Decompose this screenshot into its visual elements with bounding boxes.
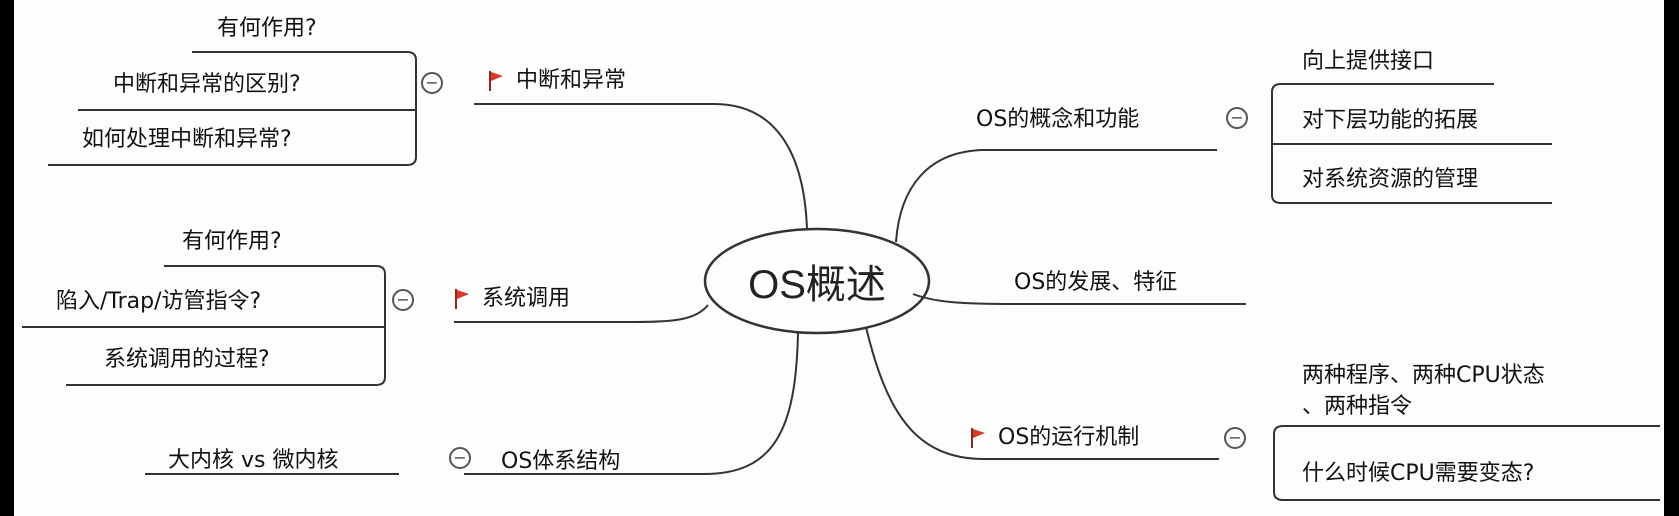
node-concept-management[interactable]: 对系统资源的管理	[1302, 167, 1479, 192]
minus-icon: −	[453, 448, 467, 467]
collapse-toggle-architecture[interactable]: −	[449, 447, 471, 469]
branch-line-concept	[895, 149, 1217, 243]
collapse-toggle-concept[interactable]: −	[1226, 107, 1248, 129]
priority-flag-icon[interactable]	[488, 70, 504, 92]
central-topic-label: OS概述	[748, 263, 886, 307]
branch-line-interrupts	[474, 103, 808, 230]
branch-line-architecture	[464, 332, 799, 475]
node-syscall-trap[interactable]: 陷入/Trap/访管指令?	[56, 289, 262, 314]
child-line-mechanism-1	[1273, 425, 1660, 501]
node-concept-extension[interactable]: 对下层功能的拓展	[1302, 108, 1479, 133]
priority-flag-icon[interactable]	[454, 288, 470, 310]
node-mechanism-states[interactable]: 两种程序、两种CPU状态	[1302, 363, 1545, 388]
collapse-toggle-syscall[interactable]: −	[392, 289, 414, 311]
branch-architecture[interactable]: OS体系结构	[501, 449, 621, 474]
branch-interrupts[interactable]: 中断和异常	[516, 68, 627, 93]
minus-icon: −	[1228, 428, 1242, 447]
branch-line-syscall	[454, 304, 709, 323]
node-mechanism-instructions[interactable]: 、两种指令	[1302, 394, 1413, 419]
child-line-interrupts-1	[48, 51, 417, 166]
priority-flag-icon[interactable]	[970, 427, 986, 449]
child-line-syscall-1	[66, 265, 386, 386]
branch-concept[interactable]: OS的概念和功能	[976, 107, 1140, 132]
node-interrupts-difference[interactable]: 中断和异常的区别?	[113, 72, 301, 97]
node-interrupts-handling[interactable]: 如何处理中断和异常?	[82, 127, 292, 152]
node-architecture-kernel[interactable]: 大内核 vs 微内核	[168, 448, 339, 473]
central-topic[interactable]: OS概述	[704, 228, 930, 334]
connector-lines	[22, 51, 1660, 501]
node-syscall-process[interactable]: 系统调用的过程?	[104, 347, 270, 372]
node-mechanism-mode-switch[interactable]: 什么时候CPU需要变态?	[1302, 461, 1535, 486]
collapse-toggle-interrupts[interactable]: −	[421, 72, 443, 94]
node-interrupts-purpose[interactable]: 有何作用?	[217, 16, 317, 41]
collapse-toggle-mechanism[interactable]: −	[1224, 427, 1246, 449]
branch-line-mechanism	[865, 326, 1219, 460]
minus-icon: −	[425, 73, 439, 92]
branch-syscall[interactable]: 系统调用	[482, 286, 571, 311]
central-topic-ellipse	[703, 227, 931, 335]
node-concept-interface[interactable]: 向上提供接口	[1302, 49, 1435, 74]
mindmap-canvas: OS概述 中断和异常 − 有何作用? 中断和异常的区别? 如何处理中断和异常? …	[14, 0, 1664, 516]
node-syscall-purpose[interactable]: 有何作用?	[182, 229, 282, 254]
branch-line-development	[912, 293, 1246, 305]
minus-icon: −	[1230, 108, 1244, 127]
branch-development[interactable]: OS的发展、特征	[1014, 270, 1178, 295]
branch-mechanism[interactable]: OS的运行机制	[998, 425, 1140, 450]
minus-icon: −	[396, 290, 410, 309]
